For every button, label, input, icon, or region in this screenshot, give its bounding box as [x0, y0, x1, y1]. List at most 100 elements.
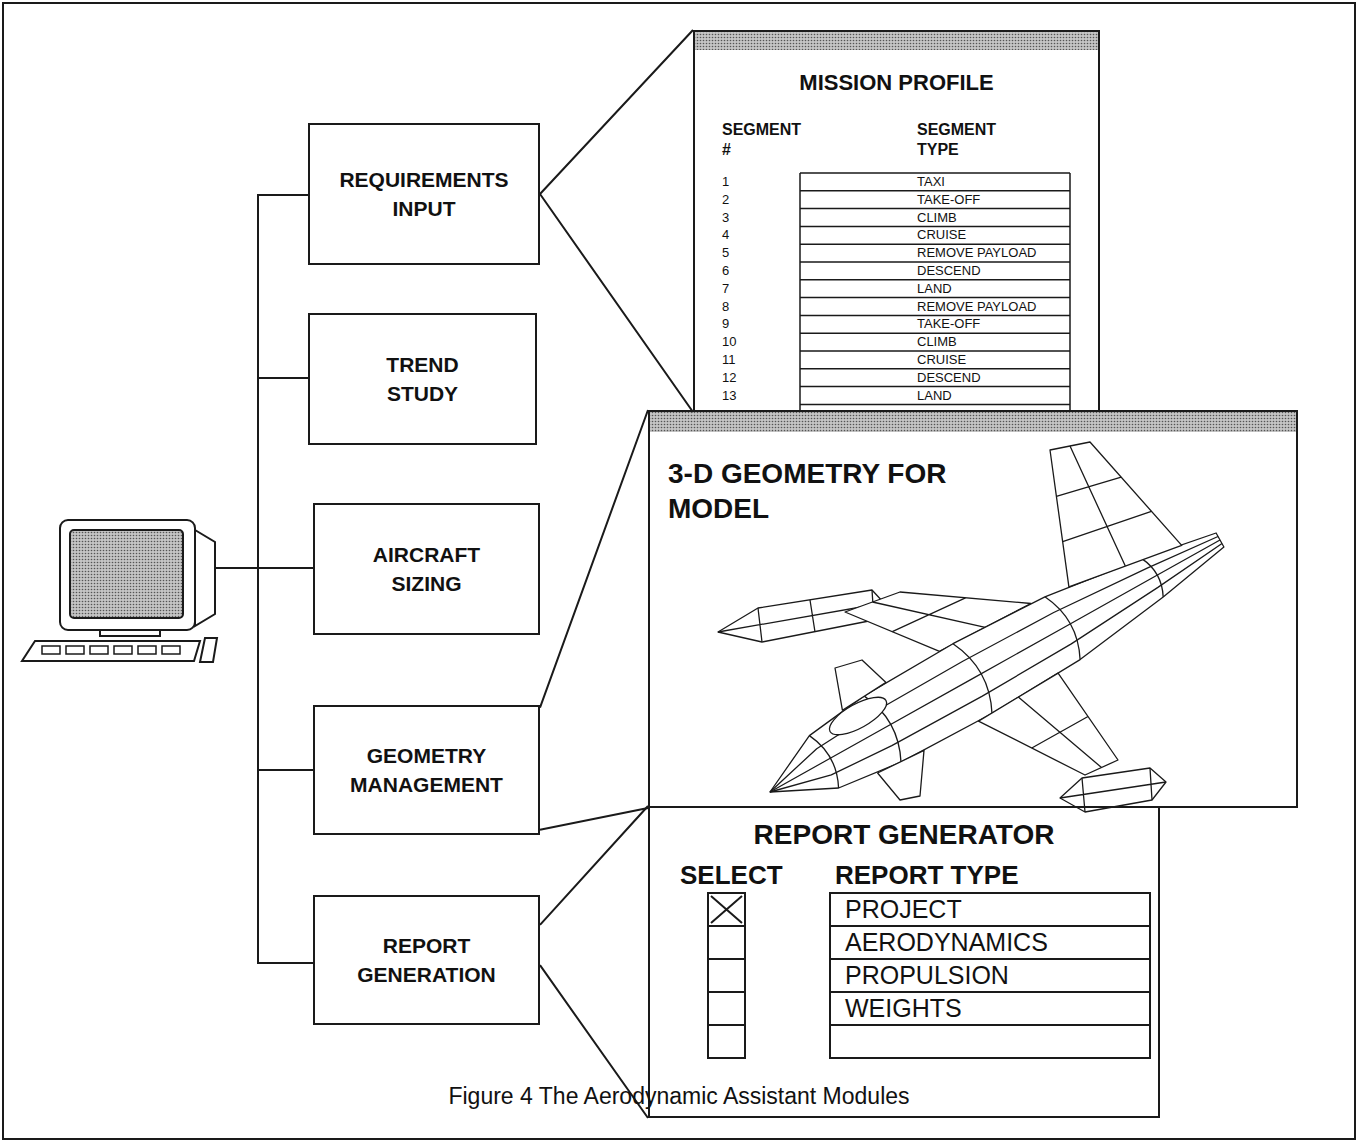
window-heading: REPORT GENERATOR [650, 818, 1158, 852]
table-cell: CRUISE [917, 226, 966, 244]
module-bracket [215, 567, 313, 569]
report-table-grid [830, 926, 1150, 1025]
report-option: REPORT TYPE [835, 860, 1018, 890]
module-bracket [258, 195, 313, 963]
table-cell: 3 [722, 209, 729, 227]
report-table-grid [830, 893, 1150, 1058]
module-label: REQUIREMENTS INPUT [339, 165, 508, 223]
mission-table-grid [800, 173, 1070, 410]
table-cell: SEGMENT # [722, 120, 807, 160]
table-cell: LAND [917, 280, 952, 298]
report-option: SELECT [680, 860, 783, 890]
module-bracket [215, 195, 313, 963]
module-label: GEOMETRY MANAGEMENT [350, 741, 503, 799]
module-label: REPORT GENERATION [357, 931, 495, 989]
table-cell: CRUISE [917, 351, 966, 369]
table-cell: TAKE-OFF [917, 315, 980, 333]
aircraft-wireframe [770, 544, 1222, 793]
module-bracket [258, 769, 313, 771]
aircraft-wireframe [718, 442, 1224, 812]
table-cell: 2 [722, 191, 729, 209]
report-table-grid [708, 926, 745, 1025]
aircraft-wireframe [878, 750, 924, 800]
aircraft-wireframe [1018, 697, 1101, 767]
table-cell: SEGMENT TYPE [917, 120, 1002, 160]
window-heading: MISSION PROFILE [695, 69, 1098, 97]
computer-icon [195, 530, 215, 626]
table-cell: 10 [722, 333, 736, 351]
table-cell: 7 [722, 280, 729, 298]
aircraft-wireframe [770, 537, 1218, 793]
computer-icon [22, 641, 200, 661]
table-cell: 4 [722, 226, 729, 244]
figure-caption: Figure 4 The Aerodynamic Assistant Modul… [0, 1082, 1358, 1110]
computer-icon [114, 646, 132, 654]
table-cell: CLIMB [917, 209, 957, 227]
computer-icon [22, 520, 217, 662]
table-cell: 5 [722, 244, 729, 262]
computer-icon [66, 646, 84, 654]
figure-frame [3, 3, 1355, 1139]
window-panel: 3-D GEOMETRY FOR MODEL [648, 410, 1298, 808]
module-box: TREND STUDY [308, 313, 537, 445]
computer-icon [90, 646, 108, 654]
figure-frame [3, 3, 1355, 1139]
computer-icon [42, 646, 60, 654]
table-cell: CLIMB [917, 333, 957, 351]
table-cell: LAND [917, 387, 952, 405]
aircraft-wireframe [1050, 442, 1182, 587]
computer-icon [70, 530, 183, 618]
module-box: REPORT GENERATION [313, 895, 540, 1025]
window-title-bar [648, 410, 1298, 432]
module-label: TREND STUDY [386, 350, 458, 408]
report-option: PROPULSION [845, 959, 1009, 992]
table-cell: 6 [722, 262, 729, 280]
window-title-bar [648, 30, 1298, 432]
aircraft-wireframe [873, 598, 986, 632]
table-cell: 9 [722, 315, 729, 333]
report-option: AERODYNAMICS [845, 926, 1048, 959]
module-bracket [258, 377, 308, 379]
computer-icon [100, 630, 160, 636]
window-title-bar [693, 30, 1100, 50]
connector-line [540, 806, 648, 1118]
computer-icon [162, 646, 180, 654]
table-cell: TAXI [917, 173, 945, 191]
aircraft-wireframe [979, 673, 1119, 775]
aircraft-wireframe [770, 533, 1224, 792]
table-cell: REMOVE PAYLOAD [917, 298, 1036, 316]
connector-line [540, 410, 648, 830]
computer-icon [60, 520, 195, 630]
connector-line [540, 30, 693, 412]
module-label: AIRCRAFT SIZING [373, 540, 480, 598]
computer-icon [200, 638, 217, 662]
report-table-grid [708, 893, 1150, 1058]
report-table-grid [711, 896, 742, 923]
aircraft-wireframe [809, 559, 1163, 788]
computer-icon [138, 646, 156, 654]
aircraft-wireframe [1056, 446, 1151, 566]
report-option: WEIGHTS [845, 992, 962, 1025]
window-heading: 3-D GEOMETRY FOR MODEL [668, 456, 1008, 526]
aircraft-wireframe [835, 660, 886, 710]
module-box: AIRCRAFT SIZING [313, 503, 540, 635]
table-cell: 13 [722, 387, 736, 405]
table-cell: 11 [722, 351, 736, 369]
table-cell: TAKE-OFF [917, 191, 980, 209]
mission-table-grid [800, 173, 1070, 410]
mission-table-grid [800, 173, 1070, 404]
table-cell: 12 [722, 369, 736, 387]
report-table-grid [708, 893, 745, 1058]
table-cell: DESCEND [917, 369, 981, 387]
aircraft-wireframe [770, 540, 1220, 792]
module-box: REQUIREMENTS INPUT [308, 123, 540, 265]
report-option: PROJECT [845, 893, 962, 926]
table-cell: REMOVE PAYLOAD [917, 244, 1036, 262]
window-panel: MISSION PROFILE [693, 30, 1100, 412]
table-cell: 1 [722, 173, 729, 191]
module-box: GEOMETRY MANAGEMENT [313, 705, 540, 835]
table-cell: 8 [722, 298, 729, 316]
